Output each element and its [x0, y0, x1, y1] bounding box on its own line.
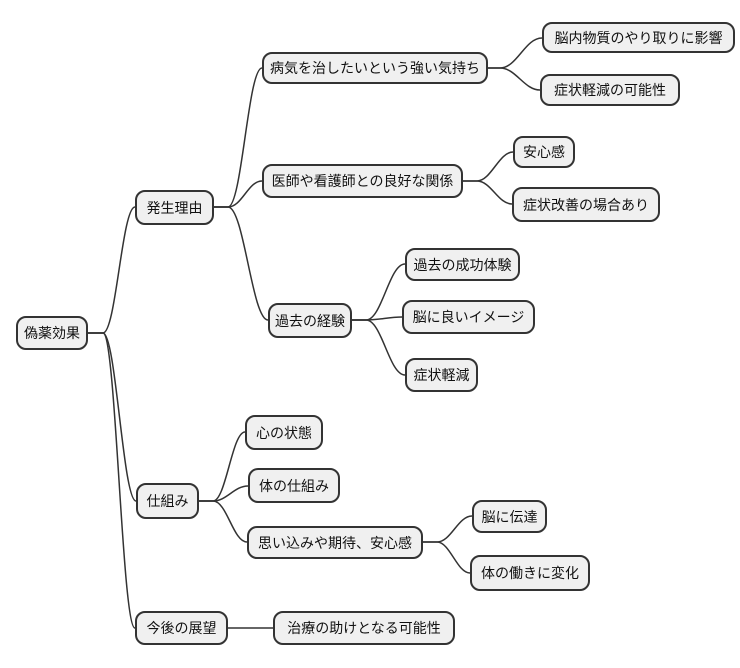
- node-symptom-relief-possibility[interactable]: 症状軽減の可能性: [540, 74, 680, 106]
- edge-past-experience-past-success: [351, 263, 406, 321]
- edge-relationship-reassurance: [462, 151, 514, 182]
- node-doctor-nurse-relationship[interactable]: 医師や看護師との良好な関係: [262, 164, 463, 198]
- edge-reasons-past-experience: [213, 206, 269, 321]
- edge-reasons-strong-desire: [213, 67, 263, 208]
- node-root[interactable]: 偽薬効果: [16, 316, 88, 350]
- node-treatment-help[interactable]: 治療の助けとなる可能性: [273, 611, 455, 645]
- edge-root-future-outlook: [87, 332, 136, 629]
- node-past-experience[interactable]: 過去の経験: [268, 303, 352, 338]
- node-mind-state[interactable]: 心の状態: [245, 415, 323, 450]
- edge-strong-desire-brain-substance-effect: [487, 37, 543, 69]
- node-brain-transmission[interactable]: 脳に伝達: [472, 500, 547, 533]
- edge-relationship-symptom-improvement: [462, 180, 513, 205]
- node-strong-desire[interactable]: 病気を治したいという強い気持ち: [262, 52, 488, 84]
- edge-belief-body-function-change: [422, 541, 471, 574]
- node-symptom-relief[interactable]: 症状軽減: [405, 358, 478, 392]
- edge-mechanism-body-mechanism: [198, 485, 249, 502]
- node-body-function-change[interactable]: 体の働きに変化: [470, 555, 590, 591]
- edge-root-reasons: [87, 206, 136, 334]
- node-past-success[interactable]: 過去の成功体験: [405, 248, 520, 281]
- edge-mechanism-belief-expectation: [198, 500, 248, 543]
- node-belief-expectation[interactable]: 思い込みや期待、安心感: [247, 526, 423, 559]
- edge-belief-brain-transmission: [422, 515, 473, 543]
- node-reasons[interactable]: 発生理由: [135, 190, 214, 225]
- node-mechanism[interactable]: 仕組み: [136, 483, 199, 519]
- node-reassurance[interactable]: 安心感: [513, 136, 575, 168]
- edge-root-mechanism: [87, 332, 137, 502]
- node-symptom-improvement-cases[interactable]: 症状改善の場合あり: [512, 187, 660, 222]
- edge-strong-desire-symptom-relief-possibility: [487, 67, 541, 91]
- edge-mechanism-mind-state: [198, 431, 246, 502]
- node-positive-brain-image[interactable]: 脳に良いイメージ: [402, 300, 535, 334]
- node-brain-substance-effect[interactable]: 脳内物質のやり取りに影響: [542, 22, 735, 53]
- node-body-mechanism[interactable]: 体の仕組み: [248, 468, 340, 503]
- edge-past-experience-symptom-relief: [351, 319, 406, 376]
- node-future-outlook[interactable]: 今後の展望: [135, 611, 228, 645]
